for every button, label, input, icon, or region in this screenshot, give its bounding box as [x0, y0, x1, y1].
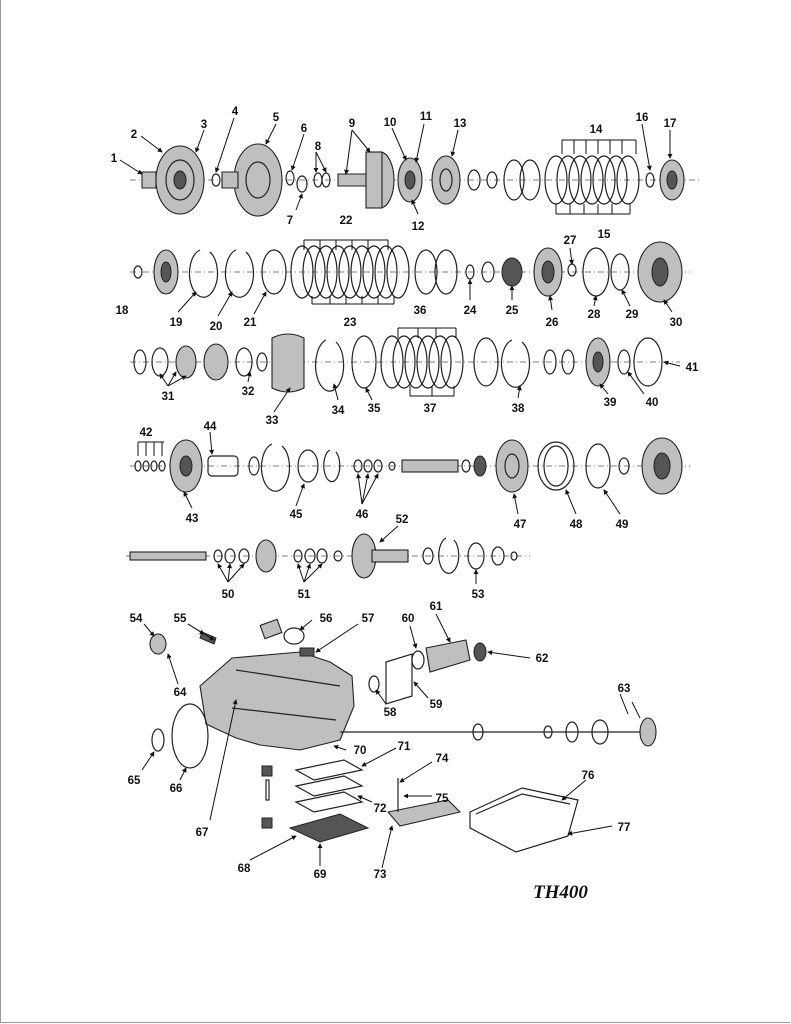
row-5-parts: [126, 533, 530, 579]
part-number-20: 20: [210, 321, 223, 333]
part-number-73: 73: [374, 869, 387, 881]
part-number-33: 33: [266, 415, 279, 427]
part-number-56: 56: [320, 613, 333, 625]
part-number-9: 9: [349, 118, 355, 130]
part-number-44: 44: [204, 421, 217, 433]
part-number-31: 31: [162, 391, 175, 403]
part-number-64: 64: [174, 687, 187, 699]
part-number-63: 63: [618, 683, 631, 695]
part-number-10: 10: [384, 117, 397, 129]
diagram-title: TH400: [533, 882, 588, 903]
part-number-14: 14: [590, 124, 603, 136]
part-number-60: 60: [402, 613, 415, 625]
part-number-15: 15: [598, 229, 611, 241]
part-number-62: 62: [536, 653, 549, 665]
part-number-29: 29: [626, 309, 639, 321]
part-number-65: 65: [128, 775, 141, 787]
row-4-parts: [130, 437, 690, 495]
part-number-45: 45: [290, 509, 303, 521]
part-number-66: 66: [170, 783, 183, 795]
part-number-32: 32: [242, 386, 255, 398]
part-number-47: 47: [514, 519, 527, 531]
part-number-49: 49: [616, 519, 629, 531]
part-number-34: 34: [332, 405, 345, 417]
part-number-48: 48: [570, 519, 583, 531]
part-number-75: 75: [436, 793, 449, 805]
part-number-71: 71: [398, 741, 411, 753]
part-number-18: 18: [116, 305, 129, 317]
part-number-51: 51: [298, 589, 311, 601]
part-number-30: 30: [670, 317, 683, 329]
part-number-35: 35: [368, 403, 381, 415]
part-number-22: 22: [340, 215, 353, 227]
part-number-28: 28: [588, 309, 601, 321]
part-number-8: 8: [315, 141, 322, 153]
part-number-41: 41: [686, 362, 699, 374]
part-number-38: 38: [512, 403, 525, 415]
part-number-3: 3: [201, 119, 207, 131]
part-number-6: 6: [301, 123, 307, 135]
row-3-parts: [130, 333, 680, 393]
part-number-13: 13: [454, 118, 467, 130]
part-number-52: 52: [396, 514, 409, 526]
part-number-4: 4: [232, 106, 239, 118]
part-number-40: 40: [646, 397, 659, 409]
part-number-68: 68: [238, 863, 251, 875]
part-number-55: 55: [174, 613, 187, 625]
part-number-69: 69: [314, 869, 327, 881]
part-number-42: 42: [140, 427, 153, 439]
part-number-77: 77: [618, 822, 631, 834]
row-1-parts: [130, 143, 700, 217]
part-number-37: 37: [424, 403, 437, 415]
part-number-24: 24: [464, 305, 477, 317]
part-number-5: 5: [273, 112, 280, 124]
part-number-43: 43: [186, 513, 199, 525]
part-number-17: 17: [664, 118, 677, 130]
part-number-26: 26: [546, 317, 559, 329]
part-number-72: 72: [374, 803, 387, 815]
part-number-16: 16: [636, 112, 649, 124]
part-number-59: 59: [430, 699, 443, 711]
part-number-1: 1: [111, 153, 118, 165]
part-number-7: 7: [287, 215, 293, 227]
part-number-19: 19: [170, 317, 183, 329]
part-number-53: 53: [472, 589, 485, 601]
part-number-67: 67: [196, 827, 209, 839]
row-2-parts: [130, 241, 690, 303]
part-number-25: 25: [506, 305, 519, 317]
part-number-50: 50: [222, 589, 235, 601]
part-number-58: 58: [384, 707, 397, 719]
part-labels: 1 2 3 4 5 6 7 8 9 10 11 12 13 14 15 16 1…: [111, 106, 699, 881]
case-assembly: [149, 618, 657, 853]
part-number-23: 23: [344, 317, 357, 329]
part-number-27: 27: [564, 235, 577, 247]
part-number-39: 39: [604, 397, 617, 409]
part-number-54: 54: [130, 613, 143, 625]
part-number-12: 12: [412, 221, 425, 233]
part-number-74: 74: [436, 753, 449, 765]
part-number-21: 21: [244, 317, 257, 329]
part-number-36: 36: [414, 305, 427, 317]
part-number-2: 2: [131, 129, 137, 141]
part-number-46: 46: [356, 509, 369, 521]
part-number-57: 57: [362, 613, 375, 625]
part-number-70: 70: [354, 745, 367, 757]
part-number-61: 61: [430, 601, 443, 613]
part-number-76: 76: [582, 770, 595, 782]
part-number-11: 11: [420, 111, 433, 123]
